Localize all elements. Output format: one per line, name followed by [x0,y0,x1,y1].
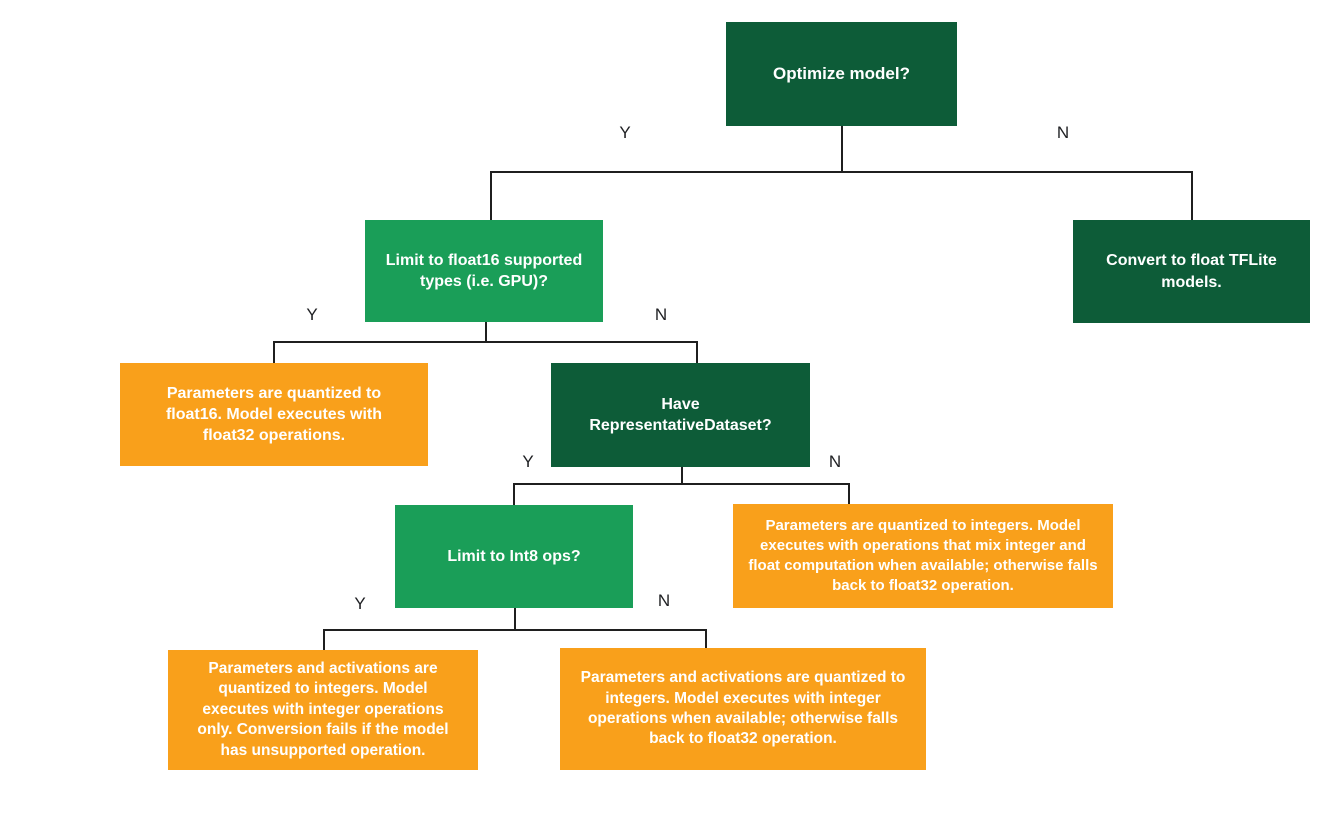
branch-label-l2-no: N [654,305,668,324]
branch-label-l4-no: N [657,591,671,610]
node-integer-mixed-result: Parameters are quantized to integers. Mo… [733,504,1113,608]
branch-label-l3-no: N [828,452,842,471]
node-integer-only-result: Parameters and activations are quantized… [168,650,478,770]
connector-line [273,341,275,364]
connector-line [696,341,698,364]
connector-line [490,171,492,220]
connector-line [485,322,487,341]
branch-label-l2-yes: Y [306,305,318,324]
connector-line [514,608,516,629]
node-convert-float-tflite: Convert to float TFLite models. [1073,220,1310,323]
connector-line [513,483,515,505]
node-optimize-model: Optimize model? [726,22,957,126]
node-limit-int8: Limit to Int8 ops? [395,505,633,608]
node-integer-fallback-result: Parameters and activations are quantized… [560,648,926,770]
branch-label-l4-yes: Y [354,594,366,613]
connector-line [841,126,843,171]
branch-label-l3-yes: Y [522,452,534,471]
connector-line [513,483,849,485]
connector-line [323,629,325,650]
connector-line [273,341,697,343]
branch-label-l1-yes: Y [619,123,631,142]
node-have-representative-dataset: Have RepresentativeDataset? [551,363,810,467]
connector-line [848,483,850,504]
node-limit-float16: Limit to float16 supported types (i.e. G… [365,220,603,322]
connector-line [681,467,683,483]
branch-label-l1-no: N [1056,123,1070,142]
connector-line [1191,171,1193,220]
node-float16-result: Parameters are quantized to float16. Mod… [120,363,428,466]
connector-line [705,629,707,648]
connector-line [490,171,1193,173]
connector-line [323,629,706,631]
